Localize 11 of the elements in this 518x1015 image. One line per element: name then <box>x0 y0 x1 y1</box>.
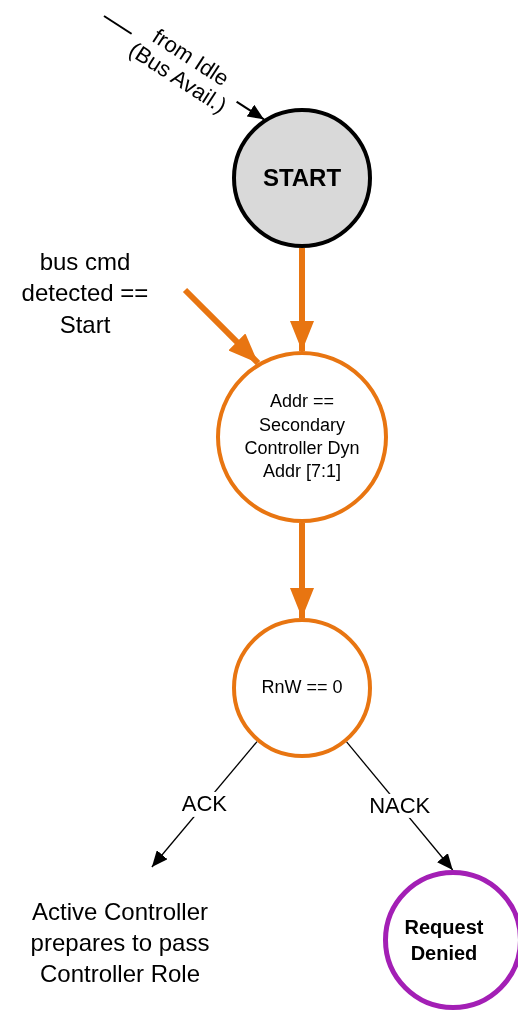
arrow <box>182 287 261 366</box>
arrow <box>290 248 314 351</box>
state-circle: RnW == 0 <box>232 618 372 758</box>
state-circle: Request Denied <box>383 870 518 1010</box>
edge-label: ACK <box>181 792 228 817</box>
condition-text: bus cmd detected == Start <box>10 243 185 343</box>
edge-label: NACK <box>369 793 431 819</box>
state-circle: Addr == Secondary Controller Dyn Addr [7:1] <box>216 351 388 523</box>
outcome-text: Active Controller prepares to pass Controller Role <box>5 867 235 992</box>
arrow <box>290 523 314 618</box>
state-circle: START <box>232 108 372 248</box>
